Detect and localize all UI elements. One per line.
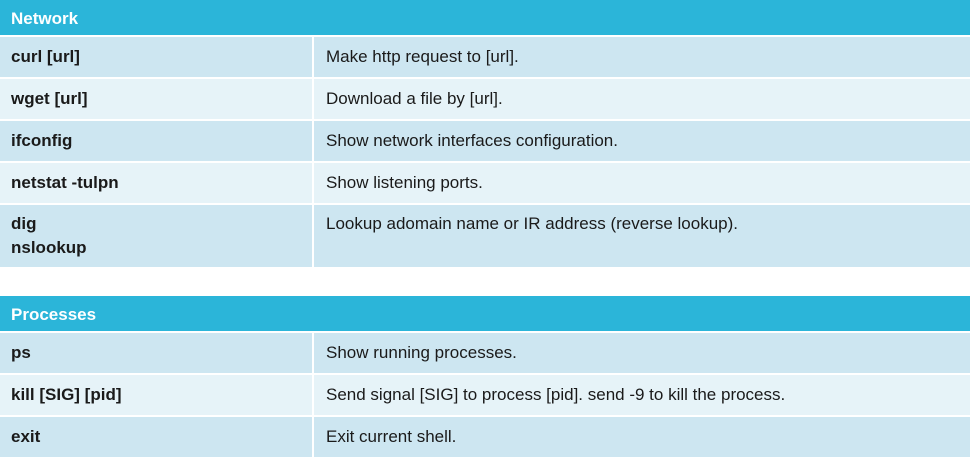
network-table: Network curl [url] Make http request to …: [0, 0, 970, 269]
description-cell: Show network interfaces configuration.: [314, 121, 970, 161]
command-cell: wget [url]: [0, 79, 314, 119]
network-section-header: Network: [0, 0, 970, 37]
processes-section-header: Processes: [0, 296, 970, 333]
command-cell: ifconfig: [0, 121, 314, 161]
description-cell: Exit current shell.: [314, 417, 970, 457]
description-cell: Show running processes.: [314, 333, 970, 373]
command-text: netstat -tulpn: [11, 173, 119, 192]
command-cell: ps: [0, 333, 314, 373]
command-text: ifconfig: [11, 131, 73, 150]
command-cell: curl [url]: [0, 37, 314, 77]
table-row: ifconfig Show network interfaces configu…: [0, 121, 970, 163]
description-cell: Download a file by [url].: [314, 79, 970, 119]
command-text: curl [url]: [11, 47, 80, 66]
table-row: dig nslookup Lookup adomain name or IR a…: [0, 205, 970, 269]
command-text: exit: [11, 427, 41, 446]
description-cell: Make http request to [url].: [314, 37, 970, 77]
command-text: dig: [11, 214, 37, 233]
table-row: netstat -tulpn Show listening ports.: [0, 163, 970, 205]
table-row: kill [SIG] [pid] Send signal [SIG] to pr…: [0, 375, 970, 417]
table-row: wget [url] Download a file by [url].: [0, 79, 970, 121]
command-cell: dig nslookup: [0, 205, 314, 267]
command-cell: kill [SIG] [pid]: [0, 375, 314, 415]
description-cell: Lookup adomain name or IR address (rever…: [314, 205, 970, 267]
table-row: exit Exit current shell.: [0, 417, 970, 459]
command-cell: netstat -tulpn: [0, 163, 314, 203]
command-text: wget [url]: [11, 89, 88, 108]
table-row: ps Show running processes.: [0, 333, 970, 375]
description-cell: Show listening ports.: [314, 163, 970, 203]
description-cell: Send signal [SIG] to process [pid]. send…: [314, 375, 970, 415]
command-text: ps: [11, 343, 31, 362]
processes-table: Processes ps Show running processes. kil…: [0, 296, 970, 459]
command-text: kill [SIG] [pid]: [11, 385, 122, 404]
table-row: curl [url] Make http request to [url].: [0, 37, 970, 79]
command-text: nslookup: [11, 238, 87, 257]
command-cell: exit: [0, 417, 314, 457]
